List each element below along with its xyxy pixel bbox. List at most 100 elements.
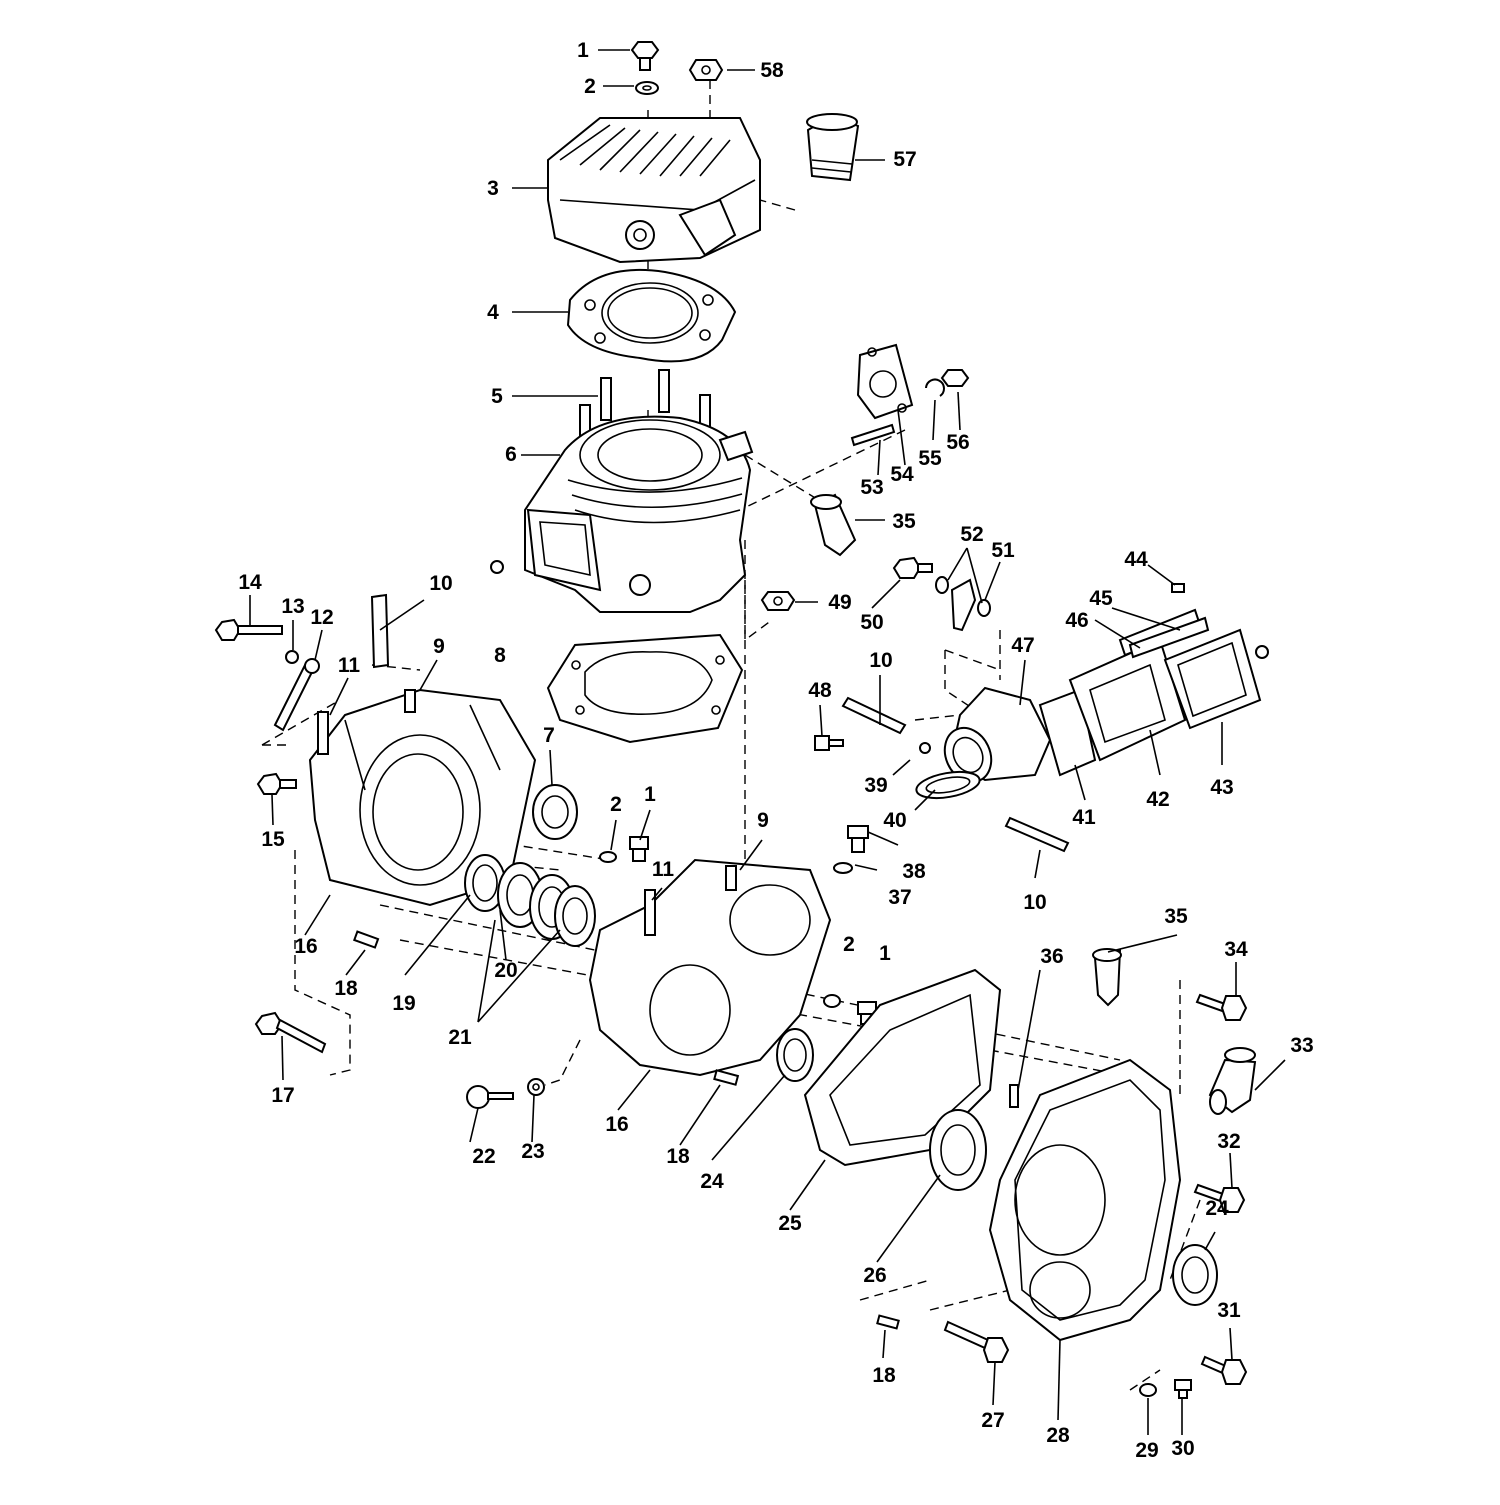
callout-10: 10 bbox=[429, 572, 452, 595]
callout-52: 52 bbox=[960, 523, 983, 546]
part-bolt-31 bbox=[1200, 1355, 1248, 1385]
callout-32: 32 bbox=[1217, 1130, 1240, 1153]
part-exhaust-gasket-54 bbox=[856, 343, 914, 420]
callout-49: 49 bbox=[828, 591, 851, 614]
callout-10-second: 10 bbox=[869, 649, 892, 672]
callout-12: 12 bbox=[310, 606, 333, 629]
callout-13: 13 bbox=[281, 595, 304, 618]
part-plug-1-mid bbox=[629, 836, 649, 862]
part-washer-13 bbox=[285, 650, 299, 664]
callout-3: 3 bbox=[487, 177, 499, 200]
part-reed-block-42 bbox=[1068, 638, 1187, 762]
callout-5: 5 bbox=[491, 385, 503, 408]
part-seal-24-right bbox=[1172, 1244, 1218, 1306]
part-pin-36 bbox=[1009, 1084, 1019, 1108]
callout-18-third: 18 bbox=[872, 1364, 896, 1387]
callout-34: 34 bbox=[1224, 938, 1248, 961]
callout-40: 40 bbox=[883, 809, 906, 832]
part-seal-ring-23 bbox=[527, 1078, 545, 1096]
callout-11-second: 11 bbox=[652, 858, 675, 881]
callout-14: 14 bbox=[238, 571, 262, 594]
callout-53: 53 bbox=[860, 476, 883, 499]
callout-43: 43 bbox=[1210, 776, 1233, 799]
callout-2: 2 bbox=[584, 75, 596, 98]
part-base-gasket-8 bbox=[546, 633, 744, 744]
callout-21: 21 bbox=[448, 1026, 472, 1049]
part-screw-48 bbox=[814, 735, 844, 751]
callout-6: 6 bbox=[505, 443, 517, 466]
callout-10-third: 10 bbox=[1023, 891, 1046, 914]
callout-1-third: 1 bbox=[879, 942, 891, 965]
callout-35: 35 bbox=[1164, 905, 1188, 928]
part-flange-nut-58 bbox=[688, 59, 724, 81]
callout-30: 30 bbox=[1171, 1437, 1194, 1460]
part-bolt-32 bbox=[1193, 1183, 1246, 1213]
callout-18-second: 18 bbox=[666, 1145, 690, 1168]
callout-41: 41 bbox=[1072, 806, 1096, 829]
part-o-ring-37 bbox=[833, 862, 853, 874]
callout-2-second: 2 bbox=[610, 793, 622, 816]
callout-51: 51 bbox=[991, 539, 1015, 562]
callout-33: 33 bbox=[1290, 1034, 1313, 1057]
callout-8: 8 bbox=[494, 644, 506, 667]
part-bolt-17 bbox=[254, 1011, 327, 1054]
callout-1-second: 1 bbox=[644, 783, 656, 806]
part-strap-10-right bbox=[1004, 816, 1070, 853]
callout-58: 58 bbox=[760, 59, 784, 82]
callout-9: 9 bbox=[433, 635, 445, 658]
callout-42: 42 bbox=[1146, 788, 1169, 811]
part-intake-manifold-47 bbox=[943, 686, 1052, 784]
part-small-nut-left bbox=[490, 560, 504, 574]
callout-28: 28 bbox=[1046, 1424, 1070, 1447]
part-lock-washer-55 bbox=[925, 378, 945, 397]
callout-16: 16 bbox=[294, 935, 317, 958]
callout-9-second: 9 bbox=[757, 809, 769, 832]
callout-37: 37 bbox=[888, 886, 911, 909]
part-pin-18-mid bbox=[713, 1069, 740, 1086]
callout-39: 39 bbox=[864, 774, 887, 797]
callout-19: 19 bbox=[392, 992, 415, 1015]
callout-7: 7 bbox=[543, 724, 555, 747]
callout-11: 11 bbox=[338, 654, 361, 677]
callout-57: 57 bbox=[893, 148, 916, 171]
part-thermostat-sleeve-57 bbox=[806, 113, 860, 182]
part-pin-18-right bbox=[876, 1314, 900, 1330]
part-cylinder-head bbox=[547, 117, 761, 264]
part-nut-right-reed bbox=[1255, 645, 1269, 659]
callout-47: 47 bbox=[1011, 634, 1034, 657]
callout-24-second: 24 bbox=[1205, 1197, 1229, 1220]
leader-lines bbox=[249, 49, 1286, 1435]
callout-55: 55 bbox=[918, 447, 942, 470]
part-washer-2-right bbox=[823, 994, 841, 1008]
part-seal-19 bbox=[464, 854, 506, 912]
part-elbow-33 bbox=[1208, 1047, 1257, 1115]
part-pin-18-left bbox=[353, 930, 380, 949]
callout-24: 24 bbox=[700, 1170, 724, 1193]
callout-labels: 1 2 3 4 5 6 7 8 9 10 11 12 13 14 15 16 1… bbox=[238, 39, 1313, 1462]
part-bolt-27 bbox=[943, 1320, 1010, 1363]
part-bolt-14 bbox=[214, 618, 283, 641]
part-nut-56 bbox=[940, 369, 970, 387]
callout-15: 15 bbox=[261, 828, 285, 851]
part-clamp-40 bbox=[915, 770, 981, 800]
part-head-gasket bbox=[566, 268, 737, 363]
part-plug-38 bbox=[847, 825, 869, 853]
callout-38: 38 bbox=[902, 860, 926, 883]
part-cylinder bbox=[524, 415, 754, 613]
callout-1: 1 bbox=[577, 39, 589, 62]
part-screw-30 bbox=[1174, 1379, 1192, 1399]
callout-46: 46 bbox=[1065, 609, 1088, 632]
callout-50: 50 bbox=[860, 611, 883, 634]
callout-45: 45 bbox=[1089, 587, 1113, 610]
part-crankcase-cover-28 bbox=[988, 1058, 1182, 1342]
part-strap-10-top bbox=[370, 593, 390, 669]
callout-35-second: 35 bbox=[892, 510, 916, 533]
callout-44: 44 bbox=[1124, 548, 1148, 571]
part-seal-24-mid bbox=[776, 1028, 814, 1082]
part-flange-nut-49 bbox=[760, 591, 796, 611]
part-left-crankcase bbox=[308, 688, 537, 907]
part-bearing-7 bbox=[532, 784, 578, 840]
callout-17: 17 bbox=[271, 1084, 294, 1107]
